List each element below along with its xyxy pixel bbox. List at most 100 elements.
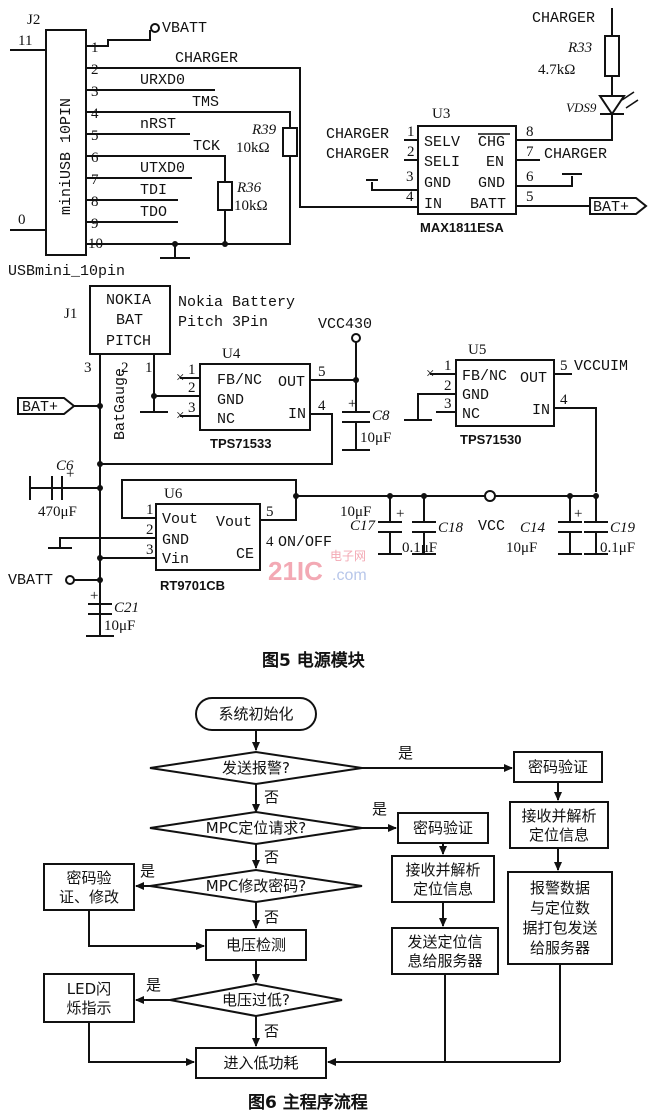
u5-pin-gnd: GND [462,387,489,404]
u6-pin1-num: 1 [146,502,154,518]
vcc430-junction [353,377,359,383]
j2-ref: J2 [27,12,40,28]
j2-pin2: 2 [91,62,99,78]
chg-wire [516,114,613,141]
flow-led-indicate [43,973,135,1023]
flow-mpc-loc-yes: 是 [372,800,387,818]
j2-pin9: 9 [91,216,99,232]
flow-decision-mpc-loc-label: MPC定位请求? [206,819,306,837]
flow-recv-mid-l1: 接收并解析 [405,861,480,879]
c18-ref: C18 [438,520,464,536]
batplus-junction [97,403,103,409]
u3-pin2-net: CHARGER [326,146,389,163]
c21-ref: C21 [114,600,139,616]
flow-decision-low [169,982,343,1018]
u3-pin2-num: 2 [407,144,415,160]
flow-pwd-edit-l1: 密码验 [66,869,111,887]
u3-pin-batt: BATT [470,196,506,213]
u4-nc-x3: × [176,408,184,424]
c8-plus: + [348,396,356,412]
r33-body [604,35,620,77]
j1-body-3: PITCH [106,333,151,350]
j2-sig-tdi: TDI [140,182,167,199]
flow-voltage-detect [205,929,307,961]
flow-mpc-pwd-yes: 是 [140,862,155,880]
flow-voltage-detect-label: 电压检测 [226,936,286,954]
vbatt-low-terminal [65,575,75,585]
c17-value: 10μF [340,504,371,520]
flow-pwd-verify-right-label: 密码验证 [528,758,588,776]
u4-nc-x1: × [176,370,184,386]
gnd-rail-r39 [86,156,291,245]
flow-alarm-yes: 是 [398,744,413,762]
c19-ref: C19 [610,520,636,536]
r39-body [282,127,298,157]
u5-pin4-num: 4 [560,392,568,408]
c6-plus: + [66,466,74,482]
flow-recv-right-l1: 接收并解析 [521,807,596,825]
u5-pin-nc: NC [462,406,480,423]
u3-pin-chg: CHG [478,134,505,151]
j1-connector [89,285,171,355]
c17-ref: C17 [350,518,377,534]
led-ray-2 [625,99,639,109]
j1-pin3: 3 [84,360,92,376]
flow-alarm-no: 否 [264,788,279,806]
u3-pin-selv: SELV [424,134,460,151]
u3-pin3-num: 3 [406,169,414,185]
r39-value: 10kΩ [236,140,270,156]
u4-pin-fbnc: FB/NC [217,372,262,389]
c6-ref: C6 [56,458,74,474]
flow-send-loc [391,927,499,975]
vbatt-low-label: VBATT [8,572,53,589]
u6-part: RT9701CB [160,578,225,593]
j2-pin7: 7 [91,172,99,188]
flow-led-l2: 烁指示 [66,999,111,1017]
j1-desc-2: Pitch 3Pin [178,314,268,331]
u6-pin-ce: CE [236,546,254,563]
j2-pin4: 4 [91,106,99,122]
flow-led-l1: LED闪 [67,980,111,998]
flow-low-yes: 是 [146,976,161,994]
flow-arrow-pwd-edit-return [88,910,205,950]
u6-vout-wire [260,495,596,521]
u5-in-wire [554,407,597,492]
u3-pin-in: IN [424,196,442,213]
j2-sig-tms: TMS [192,94,219,111]
u4-pin-out: OUT [278,374,305,391]
u5-pin-fbnc: FB/NC [462,368,507,385]
u6-pin-vout1: Vout [162,511,198,528]
j2-pin0: 0 [18,212,26,228]
j2-sig-urxd0: URXD0 [140,72,185,89]
c21-plus: + [90,588,98,604]
u5-pin1-num: 1 [444,358,452,374]
u3-batplus-label: BAT+ [593,199,629,216]
u4-chip [199,363,311,431]
u6-chip [155,503,261,571]
watermark-domain: .com [332,567,367,584]
flow-pack-l1: 报警数据 [530,879,590,897]
u3-batplus-port [589,197,648,215]
c14-plus: + [574,506,582,522]
flow-decision-mpc-pwd [149,868,363,904]
vcc-label: VCC [478,518,505,535]
c21-value: 10μF [104,618,135,634]
flow-pack-l3: 据打包发送 [522,919,597,937]
u4-in-wire [100,413,333,465]
u5-part: TPS71530 [460,432,521,447]
tck-wire [86,155,226,182]
r33-value: 4.7kΩ [538,62,575,78]
j1-batgauge: BatGauge [112,368,129,440]
u3-pin5-num: 5 [526,189,534,205]
j2-pin5: 5 [91,128,99,144]
flow-mpc-pwd-no: 否 [264,908,279,926]
flow-recv-right-l2: 定位信息 [529,826,589,844]
u5-gnd-wire [417,393,456,420]
flow-decision-alarm-label: 发送报警? [222,759,290,777]
u6-ref: U6 [164,486,183,502]
u3-pin8-num: 8 [526,124,534,140]
u6-pin3-num: 3 [146,542,154,558]
u5-pin2-num: 2 [444,378,452,394]
flow-pwd-verify-mid-label: 密码验证 [413,819,473,837]
